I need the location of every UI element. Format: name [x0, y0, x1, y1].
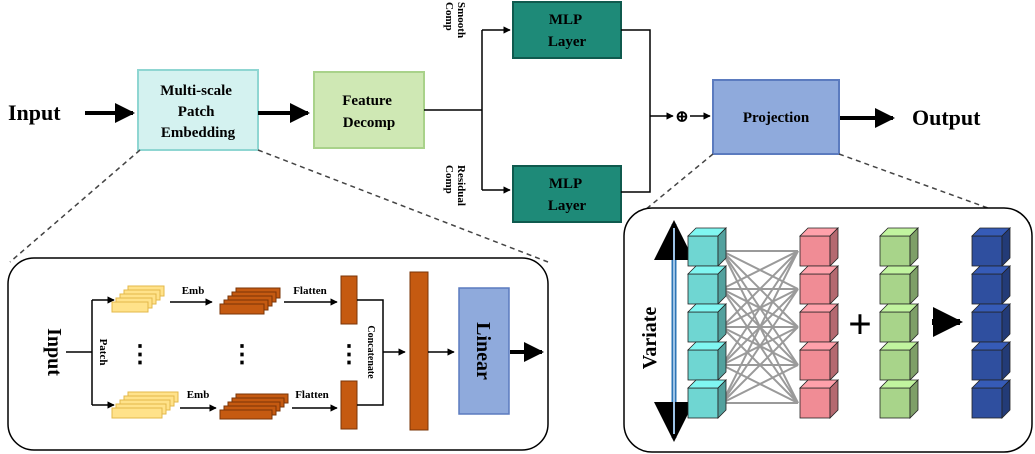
- residual-mlp-box: [512, 165, 622, 223]
- cyan-cube: [687, 341, 727, 381]
- fc-connection-line: [721, 250, 799, 366]
- cyan-cube: [687, 227, 727, 267]
- smooth-comp-line-1: Smooth: [455, 2, 467, 38]
- patch-stack-bottom: [111, 391, 179, 419]
- residual-comp-line-1: Residual: [455, 165, 467, 206]
- fc-connection-line: [721, 250, 799, 328]
- embedding-box: [137, 69, 259, 151]
- blue-cube: [971, 303, 1011, 343]
- smooth-mlp-box: [512, 1, 622, 59]
- detail-input-label: Input: [43, 328, 65, 376]
- cyan-cube: [687, 265, 727, 305]
- decomp-line-2: Decomp: [343, 115, 396, 131]
- green-cube: [879, 303, 919, 343]
- cube-column-cyan: [687, 227, 727, 419]
- embedding-line-1: Multi-scale: [160, 83, 232, 99]
- pink-cube: [799, 379, 839, 419]
- projection-box: [712, 79, 840, 155]
- emb-label-top: Emb: [182, 285, 205, 297]
- emb-stack-bottom: [219, 393, 289, 420]
- smooth-mlp-label: MLP Layer: [548, 12, 587, 50]
- blue-cube: [971, 265, 1011, 305]
- residual-mlp-line-2: Layer: [548, 198, 587, 214]
- decomp-label: Feature Decomp: [342, 93, 395, 131]
- concat-vector: [409, 271, 429, 431]
- add-symbol: ⊕: [675, 107, 689, 126]
- flat-vector-bottom: [340, 380, 358, 430]
- blue-cube: [971, 227, 1011, 267]
- main-output-label: Output: [912, 105, 981, 130]
- fc-connection-line: [721, 326, 799, 404]
- residual-comp-line-2: Comp: [443, 165, 455, 194]
- green-cube: [879, 227, 919, 267]
- emb-label-bottom: Emb: [187, 389, 210, 401]
- ellipsis-emb: ⋮: [230, 342, 254, 368]
- residual-mlp-label: MLP Layer: [548, 176, 587, 214]
- flat-vector-top: [340, 275, 358, 325]
- fc-connection-line: [721, 250, 799, 290]
- cube-column-pink: [799, 227, 839, 419]
- pink-cube: [799, 227, 839, 267]
- zoom-line-embed-left: [9, 149, 141, 263]
- embedding-label: Multi-scale Patch Embedding: [160, 83, 235, 141]
- fc-connection-line: [721, 288, 799, 404]
- projection-label: Projection: [743, 110, 810, 126]
- patch-label: Patch: [97, 339, 109, 366]
- residual-comp-label: Residual Comp: [443, 165, 467, 209]
- smooth-comp-line-2: Comp: [443, 2, 455, 31]
- linear-box: [458, 287, 510, 415]
- smooth-mlp-line-2: Layer: [548, 34, 587, 50]
- ellipsis-flat: ⋮: [337, 342, 361, 368]
- pink-cube: [799, 341, 839, 381]
- zoom-line-embed-right: [257, 149, 549, 263]
- green-cube: [879, 379, 919, 419]
- cyan-cube: [687, 303, 727, 343]
- merge-residual-line: [621, 116, 651, 193]
- green-cube: [879, 341, 919, 381]
- merge-smooth-line: [621, 29, 651, 116]
- blue-cube: [971, 379, 1011, 419]
- variate-label: Variate: [639, 307, 661, 370]
- flatten-label-top: Flatten: [293, 285, 327, 297]
- fc-connection-line: [721, 364, 799, 404]
- concatenate-label: Concatenate: [365, 325, 376, 379]
- smooth-mlp-line-1: MLP: [549, 12, 582, 28]
- linear-label: Linear: [472, 322, 494, 380]
- pink-cube: [799, 303, 839, 343]
- pink-cube: [799, 265, 839, 305]
- patch-stack-top: [111, 285, 165, 313]
- green-cube: [879, 265, 919, 305]
- flatten-label-bottom: Flatten: [295, 389, 329, 401]
- blue-cube: [971, 341, 1011, 381]
- embedding-line-2: Patch: [178, 104, 215, 120]
- cyan-cube: [687, 379, 727, 419]
- embedding-line-3: Embedding: [161, 125, 236, 141]
- emb-stack-top: [219, 287, 281, 315]
- residual-mlp-line-1: MLP: [549, 176, 582, 192]
- fc-connections: [721, 250, 799, 404]
- cube-column-blue: [971, 227, 1011, 419]
- decomp-box: [313, 71, 425, 149]
- smooth-comp-label: Smooth Comp: [443, 2, 467, 41]
- decomp-line-1: Feature: [342, 93, 392, 109]
- fc-connection-line: [721, 250, 799, 404]
- main-input-label: Input: [8, 100, 61, 125]
- projection-detail-panel: Variate +: [623, 207, 1033, 453]
- embedding-detail-panel: Input Patch ⋮ Emb Emb: [7, 257, 549, 451]
- plus-symbol: +: [848, 302, 872, 348]
- ellipsis-patch: ⋮: [128, 342, 152, 368]
- cube-column-green: [879, 227, 919, 419]
